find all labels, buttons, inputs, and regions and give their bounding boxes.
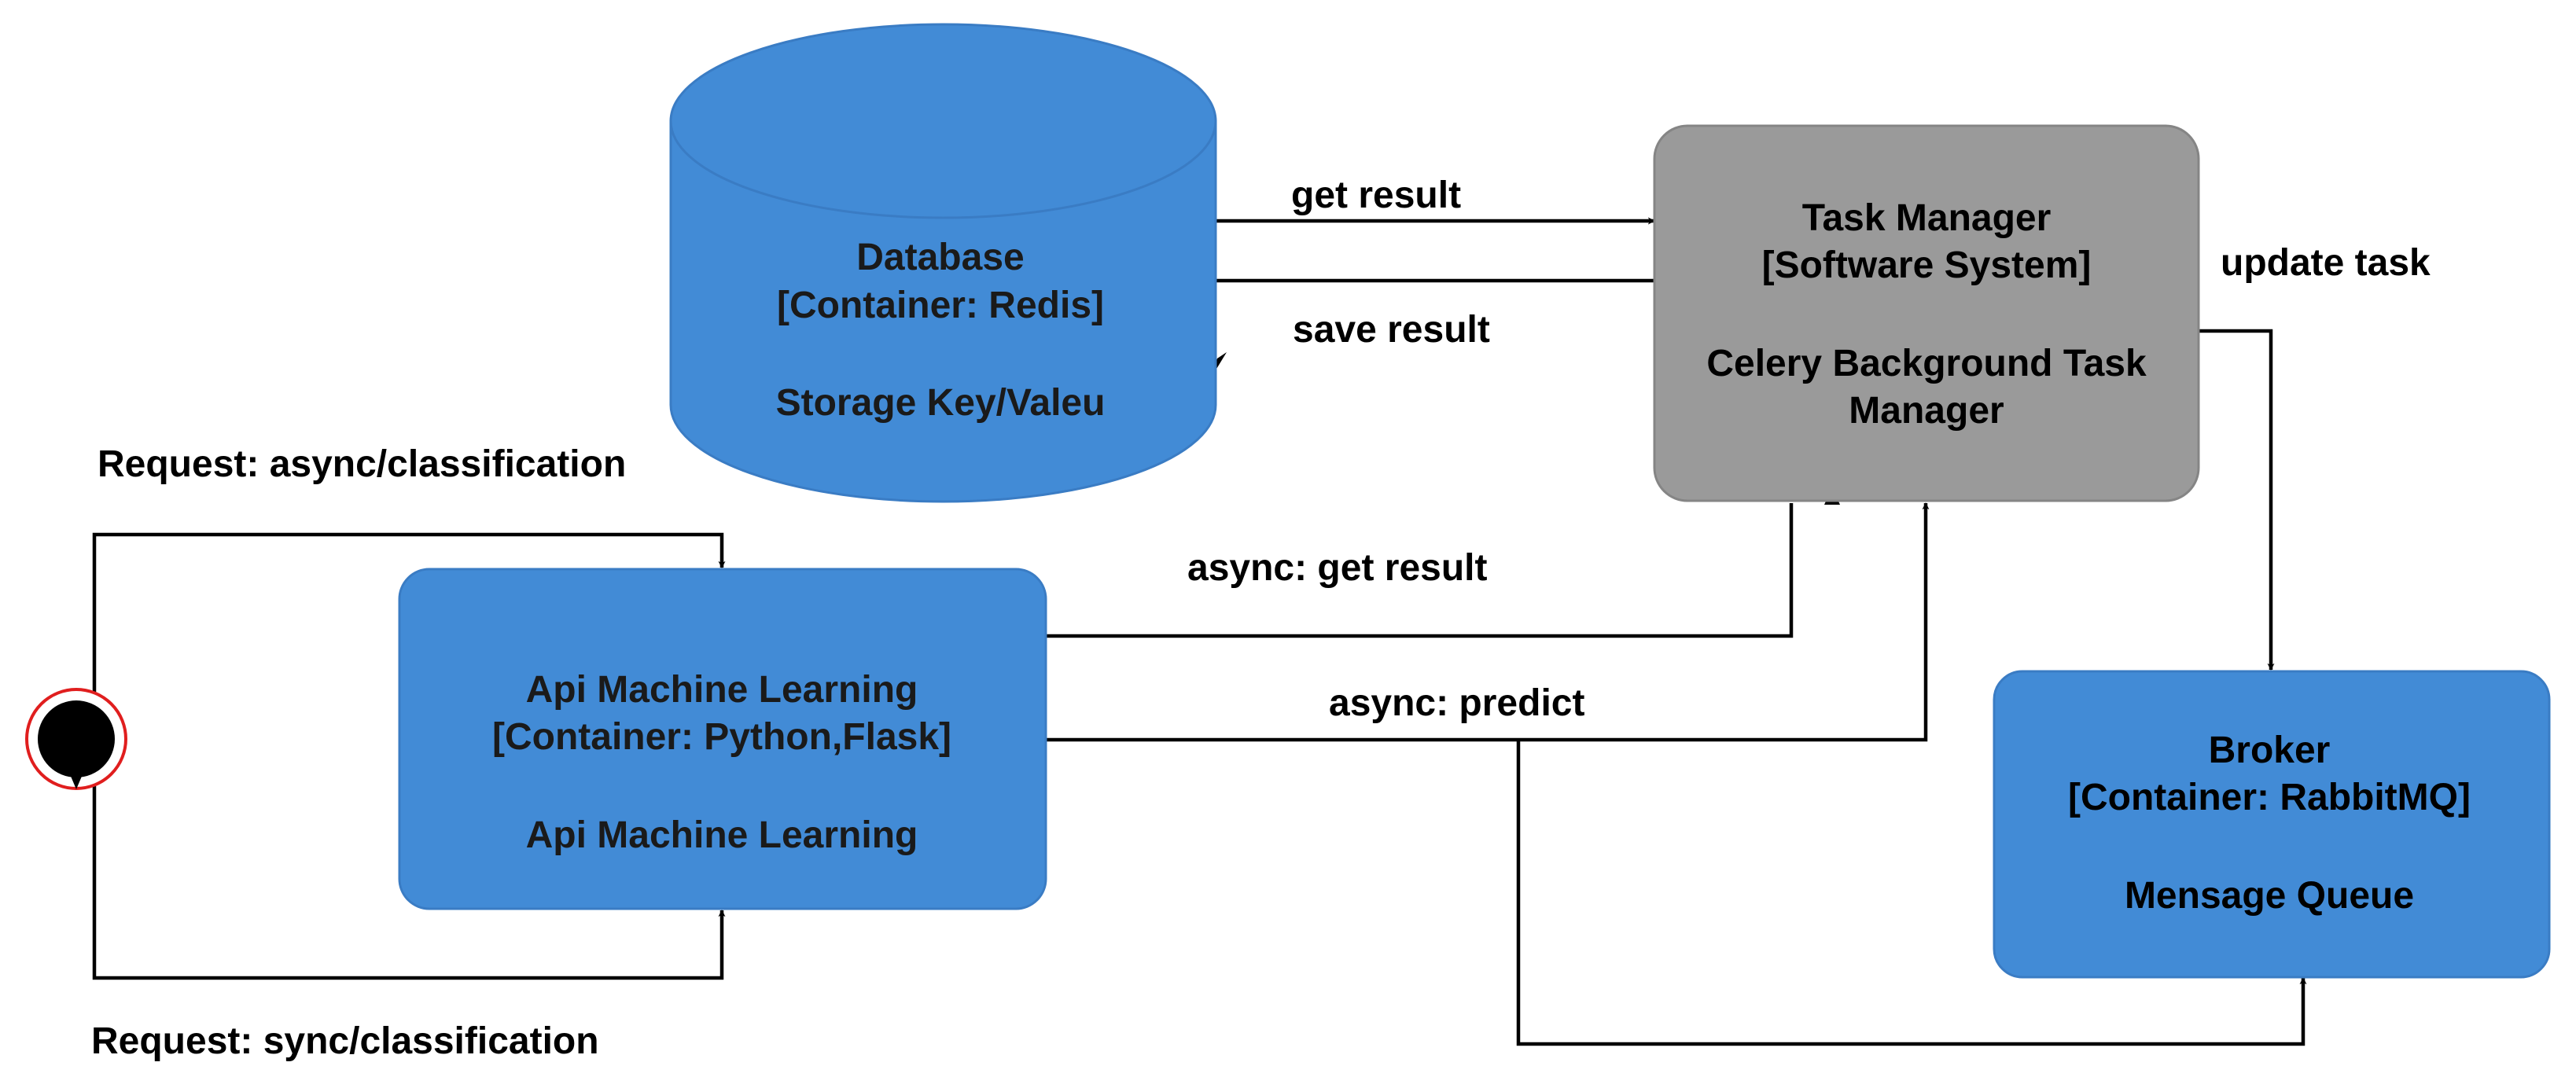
database-node[interactable]: Database [Container: Redis] Storage Key/… [669,23,1217,503]
label-request-sync: Request: sync/classification [91,1020,599,1062]
database-description: Storage Key/Valeu [776,382,1106,424]
edge-async-predict-broker [1516,740,2307,1046]
label-request-async: Request: async/classification [98,443,626,485]
task-manager-box [1653,124,2200,502]
task-manager-tech: [Software System] [1762,244,2092,286]
api-description: Api Machine Learning [526,814,918,856]
database-name: Database [856,237,1024,278]
start-node[interactable] [25,688,127,790]
api-name: Api Machine Learning [526,669,918,711]
task-manager-node[interactable]: Task Manager [Software System] Celery Ba… [1653,124,2200,502]
label-async-get-result: async: get result [1187,547,1487,589]
label-save-result: save result [1293,309,1490,351]
database-cylinder-body [669,119,1217,503]
task-manager-description-line2: Manager [1849,390,2004,432]
edge-request-sync [92,786,726,980]
start-node-arrow [68,769,85,789]
label-get-result: get result [1291,175,1461,216]
edge-async-predict [1046,502,1930,742]
api-node[interactable]: Api Machine Learning [Container: Python,… [398,568,1047,910]
task-manager-name: Task Manager [1802,197,2052,239]
api-box [398,568,1047,910]
database-cylinder-top [669,23,1217,219]
edge-update-task [2199,329,2275,671]
task-manager-description-line1: Celery Background Task [1706,343,2147,384]
broker-tech: [Container: RabbitMQ] [2068,777,2471,818]
edge-request-async [92,532,726,719]
api-tech: [Container: Python,Flask] [492,716,951,758]
start-node-fill [38,700,115,777]
broker-box [1993,670,2551,979]
broker-node[interactable]: Broker [Container: RabbitMQ] Mensage Que… [1993,670,2551,979]
broker-description: Mensage Queue [2125,875,2414,917]
database-tech: [Container: Redis] [777,285,1104,326]
edge-async-get-result [1046,503,1794,638]
label-async-predict: async: predict [1329,682,1584,724]
broker-name: Broker [2209,730,2331,771]
label-update-task: update task [2221,242,2431,284]
